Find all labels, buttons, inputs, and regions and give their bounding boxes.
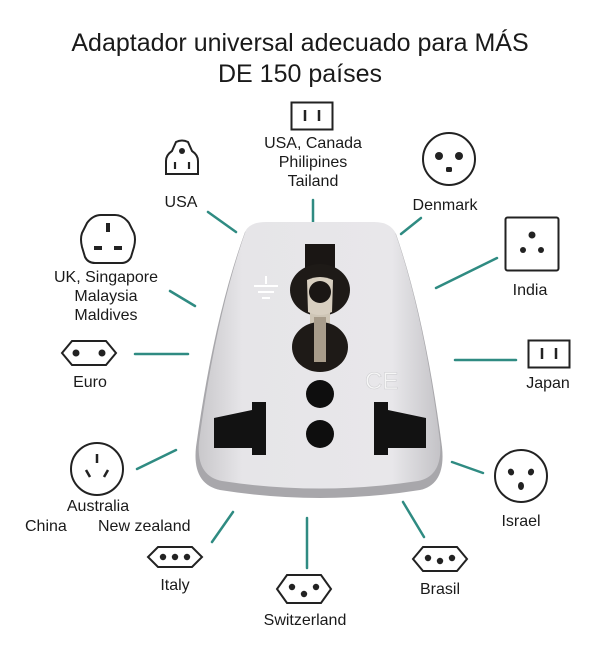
label-euro: Euro: [73, 374, 107, 391]
title-line-2: DE 150 países: [218, 60, 382, 88]
ce-mark: CE: [365, 368, 398, 395]
label-australia: Australia: [66, 498, 130, 515]
plug-type-i-icon: [70, 442, 124, 496]
socket-hole: [306, 380, 334, 408]
earth-ground-icon: [254, 276, 278, 299]
label-denmark: Denmark: [412, 197, 478, 214]
plug-type-j-icon: [275, 574, 333, 604]
plug-type-d-icon: [504, 216, 560, 272]
label-uk: UK, Singapore Malaysia Maldives: [53, 269, 159, 324]
plug-type-a-icon: [290, 101, 334, 131]
label-brasil: Brasil: [419, 581, 460, 598]
label-new-zealand: New zealand: [98, 518, 191, 535]
label-india: India: [512, 282, 548, 299]
label-usa: USA: [164, 194, 198, 211]
right-socket: [374, 402, 426, 455]
socket-hole: [306, 420, 334, 448]
left-socket: [214, 402, 266, 455]
plug-type-a-japan-icon: [527, 339, 571, 369]
plug-type-h-icon: [494, 449, 548, 503]
plug-type-b-icon: [165, 139, 199, 175]
page-title: Adaptador universal adecuado para MÁS DE…: [0, 28, 600, 90]
plug-type-c-icon: [60, 340, 118, 366]
title-line-1: Adaptador universal adecuado para MÁS: [71, 29, 529, 57]
label-italy: Italy: [160, 577, 190, 594]
plug-type-l-icon: [146, 546, 204, 568]
top-socket: [290, 244, 350, 372]
label-china: China: [25, 518, 67, 535]
label-japan: Japan: [526, 375, 570, 392]
label-israel: Israel: [501, 513, 541, 530]
label-switzerland: Switzerland: [263, 612, 347, 629]
universal-adapter: CE: [195, 222, 443, 498]
label-usa-canada: USA, Canada Philipines Tailand: [264, 135, 362, 190]
plug-type-k-icon: [422, 132, 476, 186]
plug-type-g-icon: [80, 214, 136, 264]
plug-type-n-icon: [411, 546, 469, 572]
